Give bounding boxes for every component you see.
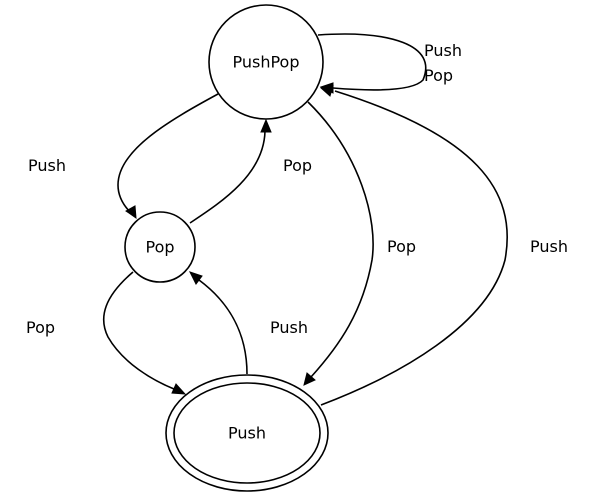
node-pop: Pop: [124, 211, 196, 283]
node-pushpop-label: PushPop: [232, 53, 299, 72]
edge-label-pushpop-to-push: Pop: [387, 237, 416, 256]
edge-pushpop-to-push-arrowhead: [303, 372, 316, 386]
edges: [102, 33, 508, 406]
edge-pushpop-to-pop-arrowhead: [125, 205, 137, 220]
edge-pushpop-to-push: [307, 101, 374, 378]
edge-push-to-pop: [198, 279, 248, 375]
edge-pushpop-to-pop: [117, 93, 219, 214]
edge-pop-to-push: [102, 271, 175, 390]
edge-label-pop-to-push: Pop: [26, 318, 55, 337]
edge-label-pushpop-self-push: Push: [424, 41, 462, 60]
node-pushpop-circle: [208, 4, 324, 120]
edge-label-push-to-pop: Push: [270, 318, 308, 337]
node-push-inner-ellipse: [173, 382, 321, 484]
edge-label-push-to-pushpop: Push: [530, 237, 568, 256]
edge-pop-to-push-arrowhead: [171, 383, 187, 395]
edge-pop-to-pushpop-arrowhead: [260, 118, 272, 133]
edge-pop-to-pushpop: [189, 130, 266, 224]
edge-label-pushpop-self-pop: Pop: [424, 66, 453, 85]
edge-label-pushpop-to-pop: Push: [28, 156, 66, 175]
node-push: Push: [165, 374, 329, 492]
node-pop-circle: [124, 211, 196, 283]
edge-pushpop-self-loop: [317, 33, 427, 91]
edge-push-to-pushpop: [320, 90, 508, 406]
node-pushpop: PushPop: [208, 4, 324, 120]
edge-push-to-pushpop-arrowhead: [319, 85, 334, 97]
edge-labels: Push Pop Push Pop Pop Push Pop Push: [26, 41, 568, 337]
node-pop-label: Pop: [145, 238, 174, 257]
edge-label-pop-to-pushpop: Pop: [283, 156, 312, 175]
node-push-label: Push: [228, 424, 266, 443]
edge-push-to-pop-arrowhead: [189, 271, 203, 285]
